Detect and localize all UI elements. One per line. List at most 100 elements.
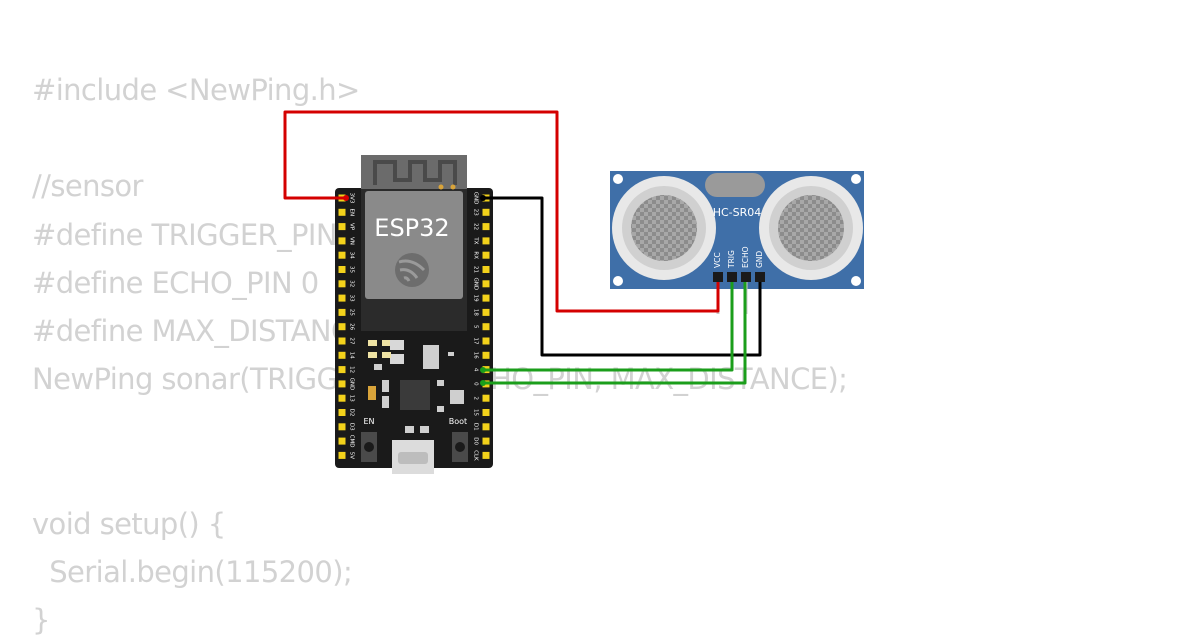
boot-button[interactable]	[452, 432, 468, 462]
pin-label: GND	[473, 277, 479, 290]
pin-pad[interactable]	[482, 308, 490, 316]
usb-port	[392, 440, 434, 474]
pin-label: GND	[473, 192, 479, 205]
pin-pad[interactable]	[482, 394, 490, 402]
pin-pad[interactable]	[338, 437, 346, 445]
code-line: Serial.begin(115200);	[32, 554, 353, 589]
pin-pad[interactable]	[338, 451, 346, 459]
pin-label: D2	[349, 409, 355, 417]
sensor-pin-housing	[713, 272, 723, 282]
pin-pad[interactable]	[338, 308, 346, 316]
pin-pad[interactable]	[338, 351, 346, 359]
pin-label: 25	[349, 309, 355, 316]
pin-label: 5V	[349, 452, 355, 459]
pin-pad[interactable]	[338, 366, 346, 374]
pin-pad[interactable]	[482, 337, 490, 345]
code-line: }	[32, 603, 50, 638]
pin-pad[interactable]	[482, 223, 490, 231]
gnd-wire[interactable]	[483, 196, 762, 357]
pin-pad[interactable]	[482, 323, 490, 331]
pin-pad[interactable]	[338, 394, 346, 402]
pin-label: 3V3	[349, 193, 355, 204]
esp32-board[interactable]: ESP32	[335, 155, 493, 474]
pin-label: 32	[349, 280, 355, 287]
crystal-oscillator	[705, 173, 765, 197]
pin-label: 5	[473, 325, 479, 329]
pin-label: 18	[473, 309, 479, 316]
pin-label: 16	[473, 352, 479, 359]
pin-label: 4	[473, 368, 479, 372]
pin-label: 33	[349, 295, 355, 302]
pin-pad[interactable]	[338, 237, 346, 245]
code-line: //sensor	[32, 169, 143, 204]
pin-label: VN	[349, 237, 355, 245]
pin-label: CLK	[473, 450, 479, 461]
sensor-pin-housing	[741, 272, 751, 282]
wire-endpoint	[480, 195, 486, 201]
pin-label: 35	[349, 266, 355, 273]
pin-pad[interactable]	[482, 294, 490, 302]
circuit-diagram: ESP32	[283, 110, 864, 474]
pin-pad[interactable]	[482, 409, 490, 416]
esp32-wifi-module: ESP32	[361, 155, 467, 331]
module-shield	[365, 191, 463, 299]
sensor-pin-label: ECHO	[741, 246, 750, 268]
pin-label: 15	[473, 409, 479, 416]
pin-pad[interactable]	[338, 294, 346, 302]
pin-pad[interactable]	[482, 266, 490, 273]
pin-pad[interactable]	[482, 437, 490, 445]
pin-pad[interactable]	[338, 223, 346, 231]
pin-label: 21	[473, 266, 479, 273]
pin-label: 14	[349, 352, 355, 359]
pin-pad[interactable]	[482, 423, 490, 431]
pin-pad[interactable]	[338, 251, 346, 259]
pin-pad[interactable]	[338, 380, 346, 388]
code-line: #define ECHO_PIN 0	[32, 265, 319, 300]
sensor-pin-label: VCC	[713, 252, 722, 268]
pin-label: D0	[473, 437, 479, 445]
pin-label: 26	[349, 323, 355, 330]
transmitter-transducer	[612, 176, 716, 280]
boot-label: Boot	[449, 417, 467, 426]
sensor-pin-label: GND	[755, 251, 764, 268]
en-label: EN	[363, 417, 374, 426]
pin-label: CMD	[349, 435, 355, 448]
pin-label: 13	[349, 395, 355, 402]
pin-label: 34	[349, 252, 355, 259]
pin-pad[interactable]	[482, 208, 490, 216]
pin-pad[interactable]	[482, 251, 490, 259]
pin-label: GND	[349, 378, 355, 391]
wires	[283, 110, 762, 386]
pin-label: D3	[349, 423, 355, 431]
code-line: #define TRIGGER_PIN 5	[32, 217, 364, 252]
code-line: void setup() {	[32, 506, 226, 541]
pin-label: 23	[473, 209, 479, 216]
sensor-pin-housing	[727, 272, 737, 282]
pin-pad[interactable]	[338, 337, 346, 345]
pin-label: 27	[349, 338, 355, 345]
pin-label: TX	[473, 236, 479, 244]
pin-pad[interactable]	[482, 451, 490, 459]
vcc-wire[interactable]	[283, 110, 720, 313]
pin-pad[interactable]	[482, 237, 490, 245]
echo-wire[interactable]	[483, 282, 747, 385]
pin-label: 12	[349, 366, 355, 373]
chip-label: ESP32	[374, 214, 449, 242]
en-button[interactable]	[361, 432, 377, 462]
pin-pad[interactable]	[338, 208, 346, 216]
pin-pad[interactable]	[338, 409, 346, 416]
trig-wire[interactable]	[483, 282, 734, 372]
pin-pad[interactable]	[338, 423, 346, 431]
code-line: #include <NewPing.h>	[32, 73, 360, 107]
pin-pad[interactable]	[482, 280, 490, 288]
pin-label: 2	[473, 396, 479, 400]
pin-pad[interactable]	[338, 266, 346, 273]
wire-endpoint	[343, 195, 349, 201]
pin-label: 0	[473, 382, 479, 386]
pin-pad[interactable]	[338, 280, 346, 288]
pin-pad[interactable]	[338, 323, 346, 331]
pin-label: 19	[473, 295, 479, 302]
wire-endpoint	[480, 367, 486, 373]
pin-pad[interactable]	[482, 351, 490, 359]
